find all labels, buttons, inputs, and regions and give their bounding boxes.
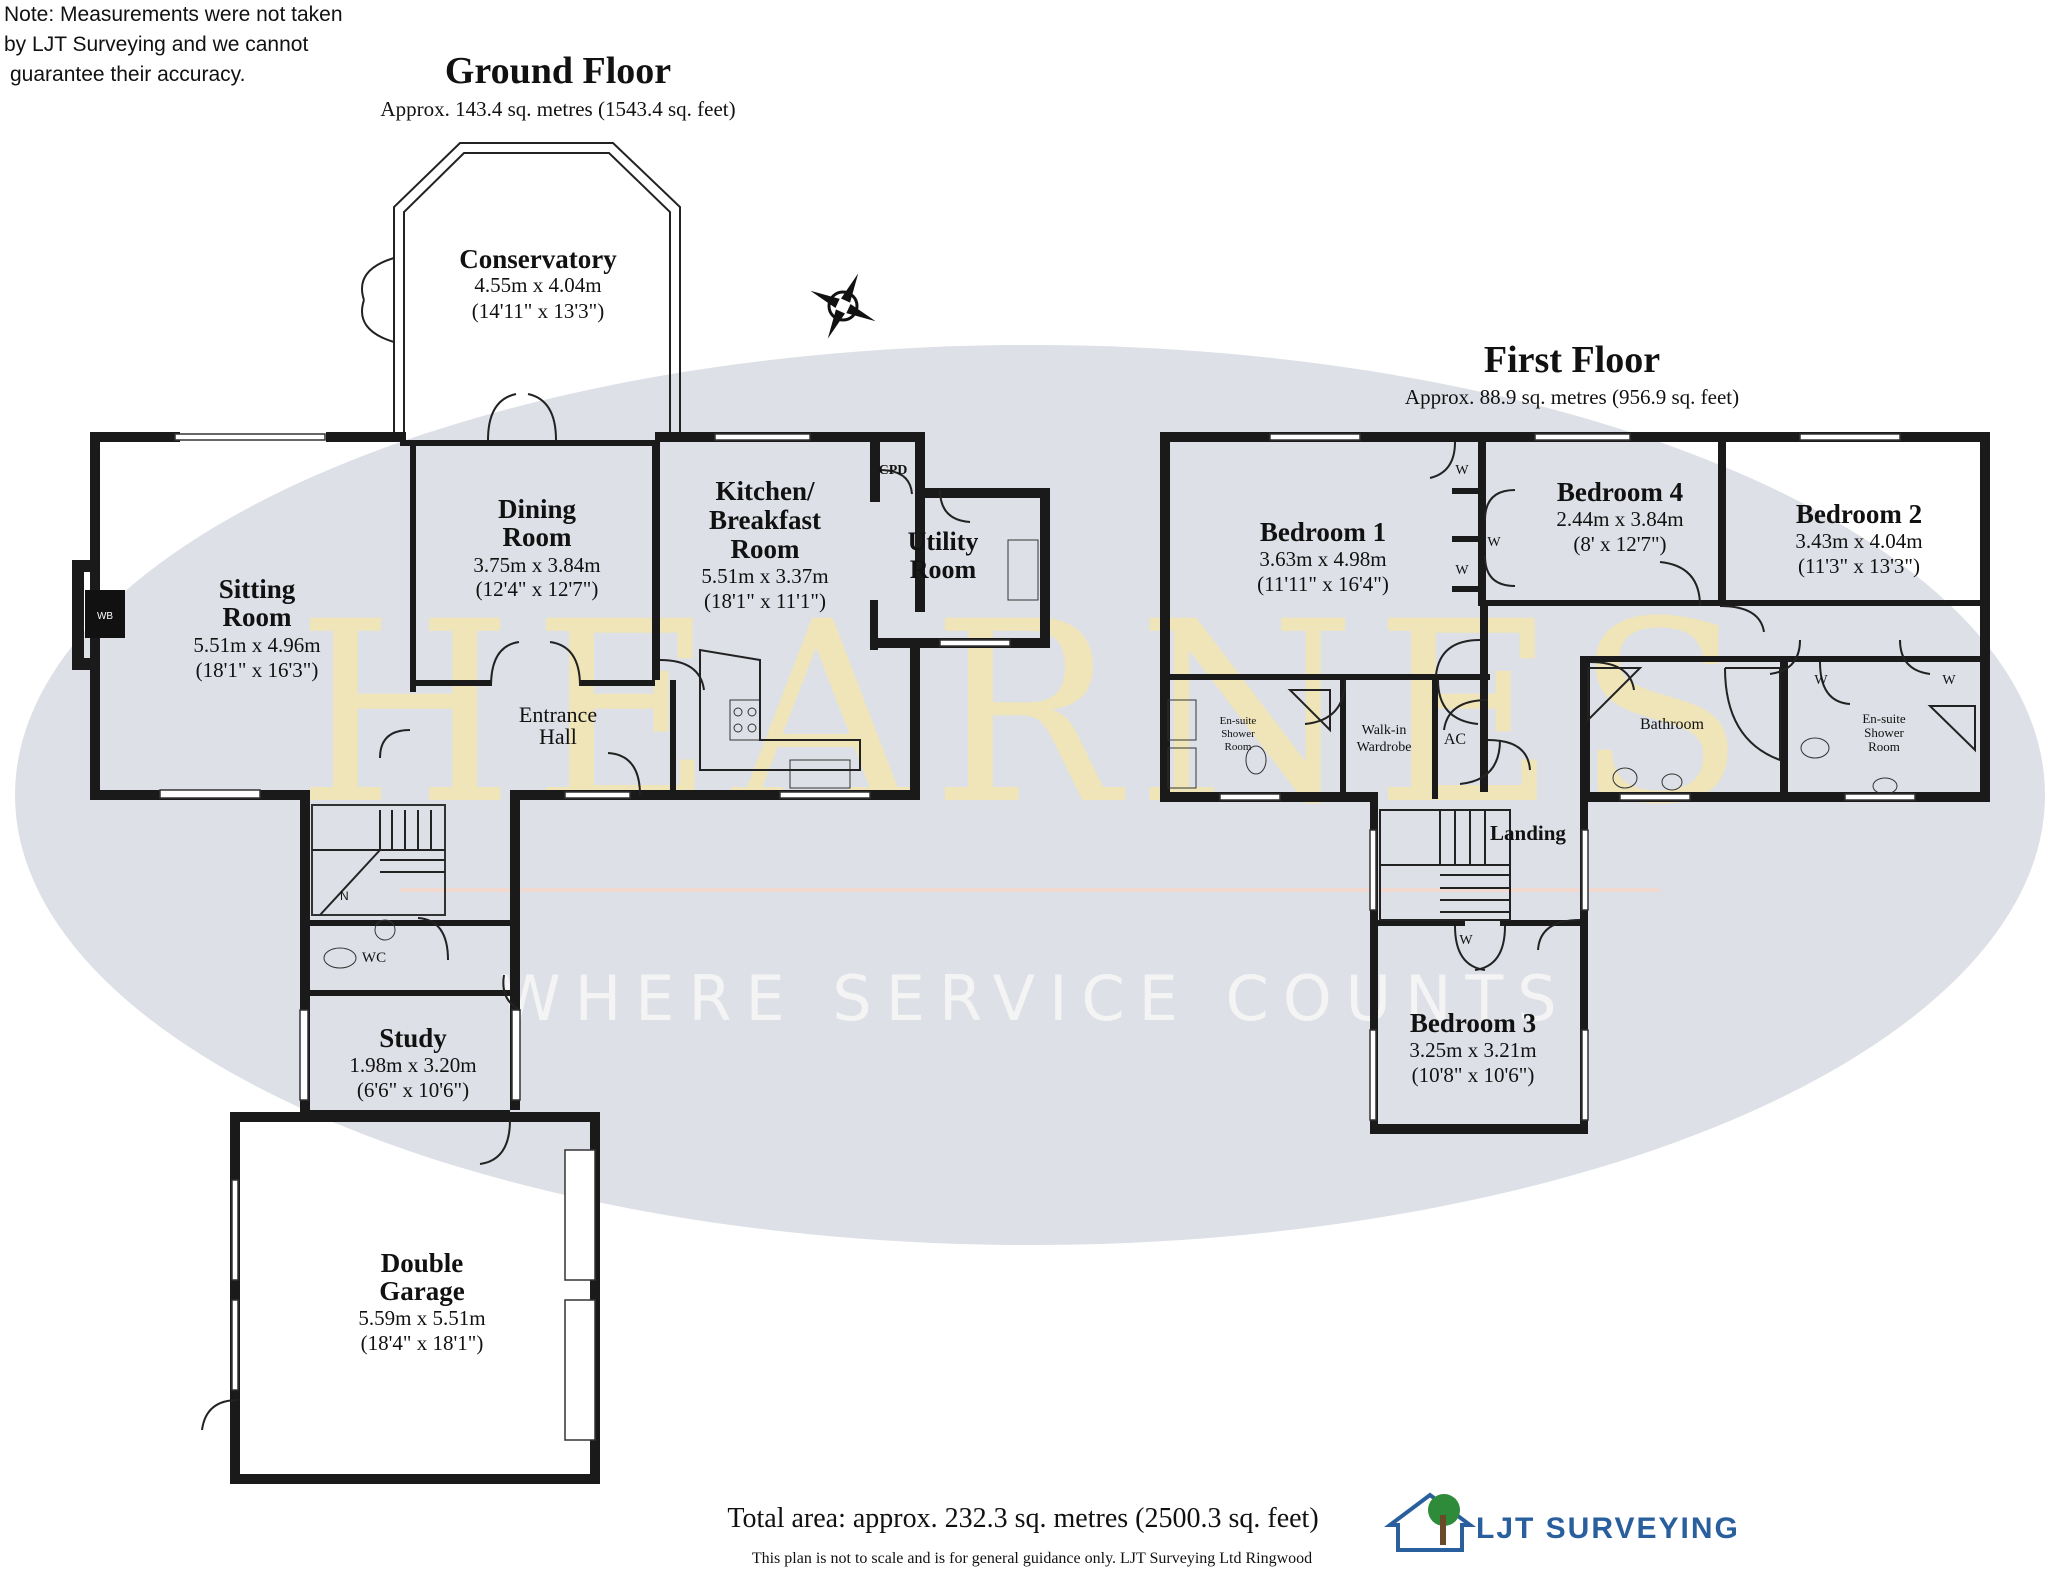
- ac-label: AC: [1444, 731, 1466, 748]
- ground-floor-windows: [159, 433, 1011, 1441]
- ensuite1-line2: Shower: [1221, 728, 1255, 740]
- bedroom4-metric: 2.44m x 3.84m: [1556, 507, 1683, 531]
- tree-icon: [1428, 1494, 1460, 1526]
- walkin-line1: Walk-in: [1362, 723, 1407, 738]
- dining-room-name-1: Dining: [498, 494, 577, 524]
- garage-imperial: (18'4" x 18'1"): [361, 1331, 484, 1355]
- hall-name-2: Hall: [539, 724, 577, 749]
- dining-room-imperial: (12'4" x 12'7"): [476, 577, 599, 601]
- conservatory-metric: 4.55m x 4.04m: [474, 273, 601, 297]
- ensuite1-line3: Room: [1225, 741, 1252, 753]
- bedroom1-imperial: (11'11" x 16'4"): [1257, 572, 1389, 596]
- logo-text: LJT SURVEYING: [1476, 1512, 1740, 1545]
- utility-name-1: Utility: [908, 527, 979, 556]
- wc-label: WC: [362, 950, 386, 966]
- kitchen-name-3: Room: [731, 534, 800, 564]
- bedroom3-name: Bedroom 3: [1410, 1008, 1536, 1038]
- first-floor-area: Approx. 88.9 sq. metres (956.9 sq. feet): [1405, 385, 1739, 409]
- note-line-1: Note: Measurements were not taken: [4, 3, 343, 26]
- ground-floor-stairs: N: [311, 804, 446, 916]
- ensuite2-line1: En-suite: [1862, 711, 1906, 726]
- watermark-tagline: WHERE SERVICE COUNTS: [499, 962, 1570, 1035]
- bedroom2-imperial: (11'3" x 13'3"): [1798, 554, 1920, 578]
- first-floor-fixtures: [1167, 667, 1976, 795]
- bedroom2-metric: 3.43m x 4.04m: [1795, 529, 1922, 553]
- kitchen-imperial: (18'1" x 11'1"): [704, 589, 826, 613]
- ensuite2-line2: Shower: [1864, 725, 1904, 740]
- hall-name-1: Entrance: [519, 702, 597, 727]
- garage-name-2: Garage: [379, 1276, 464, 1306]
- bedroom3-metric: 3.25m x 3.21m: [1409, 1038, 1536, 1062]
- conservatory-imperial: (14'11" x 13'3"): [472, 299, 604, 323]
- bedroom1-name: Bedroom 1: [1260, 517, 1386, 547]
- wardrobe-mark-2: W: [1455, 563, 1469, 578]
- wardrobe-mark-6: W: [1459, 933, 1473, 948]
- conservatory-name: Conservatory: [459, 244, 617, 274]
- bedroom3-imperial: (10'8" x 10'6"): [1412, 1063, 1535, 1087]
- wardrobe-mark-1: W: [1455, 463, 1469, 478]
- note-line-2: by LJT Surveying and we cannot: [4, 33, 308, 56]
- wardrobe-mark-5: W: [1942, 673, 1956, 688]
- first-floor-doors: [1304, 441, 1931, 971]
- bathroom-label: Bathroom: [1640, 716, 1705, 733]
- conservatory-walls: [361, 142, 681, 436]
- first-floor-windows: [1219, 433, 1916, 1121]
- compass-icon: [810, 273, 876, 339]
- watermark-ellipse: [15, 345, 2045, 1245]
- ljt-logo: LJT SURVEYING: [1384, 1492, 1740, 1552]
- kitchen-name-2: Breakfast: [709, 505, 821, 535]
- ensuite1-line1: En-suite: [1220, 715, 1257, 727]
- sitting-room-name-2: Room: [223, 602, 292, 632]
- sitting-room-name-1: Sitting: [219, 574, 296, 604]
- disclaimer: This plan is not to scale and is for gen…: [752, 1550, 1312, 1567]
- kitchen-name-1: Kitchen/: [716, 476, 815, 506]
- wardrobe-mark-3: W: [1487, 535, 1501, 550]
- first-floor-labels: Bedroom 1 3.63m x 4.98m (11'11" x 16'4")…: [1220, 463, 1957, 1087]
- landing-label: Landing: [1490, 821, 1566, 845]
- study-name: Study: [379, 1023, 447, 1053]
- garage-name-1: Double: [381, 1248, 464, 1278]
- dining-room-name-2: Room: [503, 522, 572, 552]
- study-metric: 1.98m x 3.20m: [349, 1053, 476, 1077]
- bedroom2-name: Bedroom 2: [1796, 499, 1922, 529]
- ground-floor-area: Approx. 143.4 sq. metres (1543.4 sq. fee…: [380, 97, 735, 121]
- sitting-room-imperial: (18'1" x 16'3"): [196, 658, 319, 682]
- bedroom1-metric: 3.63m x 4.98m: [1259, 547, 1386, 571]
- first-floor-stairs: [1379, 809, 1511, 921]
- sitting-room-metric: 5.51m x 4.96m: [193, 633, 320, 657]
- bedroom4-imperial: (8' x 12'7"): [1573, 532, 1666, 556]
- utility-name-2: Room: [910, 555, 977, 584]
- wardrobe-mark-4: W: [1814, 673, 1828, 688]
- walkin-line2: Wardrobe: [1357, 740, 1412, 755]
- first-floor-title: First Floor: [1484, 339, 1660, 381]
- dining-room-metric: 3.75m x 3.84m: [473, 553, 600, 577]
- bedroom4-name: Bedroom 4: [1557, 477, 1683, 507]
- garage-metric: 5.59m x 5.51m: [358, 1306, 485, 1330]
- study-imperial: (6'6" x 10'6"): [357, 1078, 469, 1102]
- note-line-3: guarantee their accuracy.: [10, 63, 245, 86]
- kitchen-metric: 5.51m x 3.37m: [701, 564, 828, 588]
- ground-floor-title: Ground Floor: [445, 50, 671, 92]
- ground-floor-labels: Conservatory 4.55m x 4.04m (14'11" x 13'…: [193, 244, 978, 1355]
- cpd-label: CPD: [879, 463, 908, 478]
- wood-burner-label: WB: [97, 611, 113, 622]
- stairs-arrow-label: N: [340, 889, 349, 903]
- ground-floor-fixtures: WB: [85, 539, 1039, 969]
- ensuite2-line3: Room: [1868, 739, 1900, 754]
- ground-floor-doors: [201, 393, 971, 1431]
- total-area: Total area: approx. 232.3 sq. metres (25…: [727, 1503, 1318, 1534]
